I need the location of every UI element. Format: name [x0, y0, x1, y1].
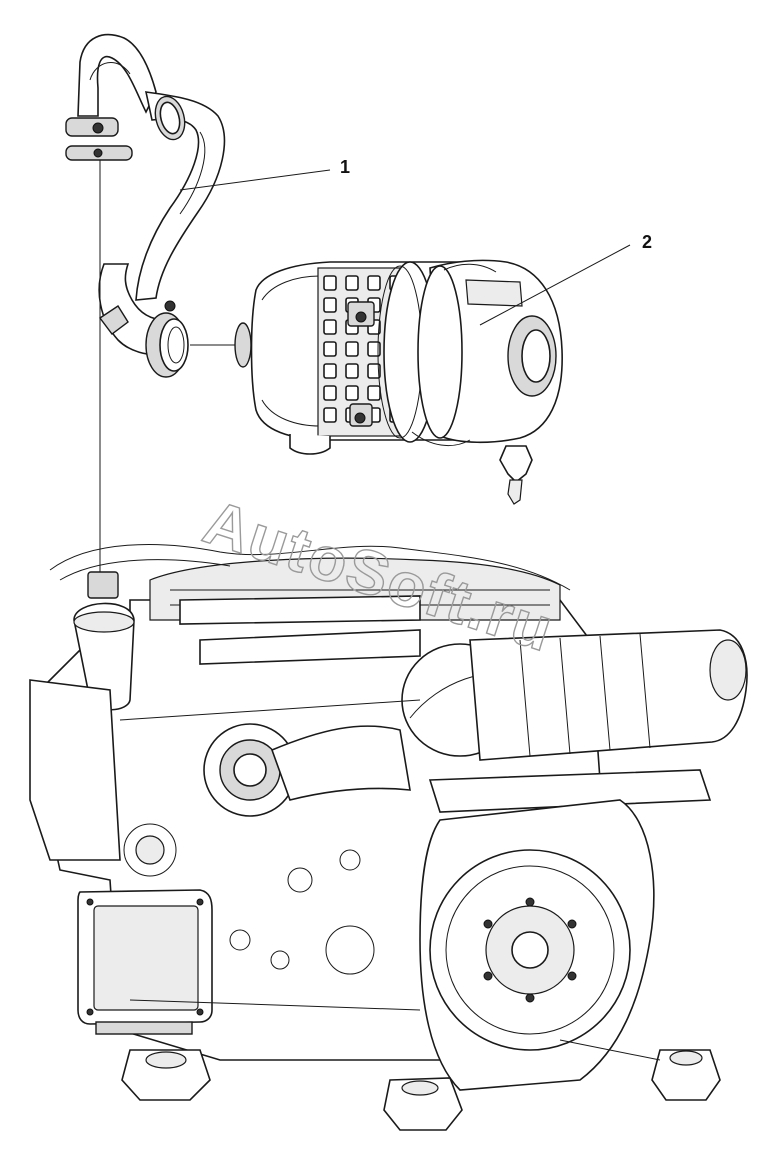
- filter-rib-window: [367, 385, 381, 401]
- filter-rib-window: [367, 275, 381, 291]
- filter-rib-window: [323, 385, 337, 401]
- callout-2-label: 2: [642, 232, 652, 252]
- filter-rib-window: [367, 341, 381, 357]
- engine-assembly: [29, 544, 748, 1131]
- callout-1-leader: [179, 169, 331, 191]
- filter-rib-window: [323, 319, 337, 335]
- filter-rib-window: [345, 385, 359, 401]
- filter-rib-window: [323, 297, 337, 313]
- air-filter: [234, 259, 563, 505]
- filter-rib-window: [323, 341, 337, 357]
- filter-rib-window: [323, 363, 337, 379]
- callout-2: 2: [479, 232, 652, 326]
- filter-rib-window: [345, 363, 359, 379]
- filter-rib-window: [345, 341, 359, 357]
- air-intake-hose: [65, 34, 226, 378]
- callout-2-leader: [479, 244, 631, 326]
- filter-rib-window: [323, 275, 337, 291]
- callout-1: 1: [179, 157, 350, 191]
- filter-rib-window: [367, 363, 381, 379]
- filter-rib-window: [323, 407, 337, 423]
- filter-rib-window: [345, 275, 359, 291]
- callout-1-label: 1: [340, 157, 350, 177]
